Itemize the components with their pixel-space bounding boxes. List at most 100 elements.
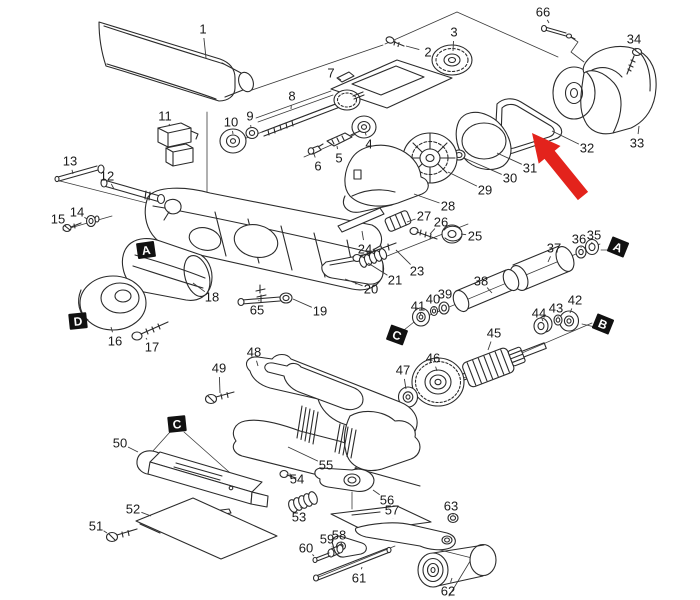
part-label-44: 44 bbox=[532, 306, 546, 321]
leader-line-19 bbox=[292, 298, 312, 308]
leader-line-12 bbox=[110, 183, 115, 190]
diagram-line-art bbox=[54, 11, 657, 597]
rods-12-13 bbox=[54, 164, 182, 221]
part-label-62: 62 bbox=[441, 584, 455, 599]
badge-a-0: A bbox=[136, 240, 156, 260]
pin-66 bbox=[540, 24, 576, 40]
part-label-41: 41 bbox=[411, 299, 425, 314]
part-label-42: 42 bbox=[568, 293, 582, 308]
part-label-40: 40 bbox=[426, 292, 440, 307]
part-label-27: 27 bbox=[417, 209, 431, 224]
leader-line-28 bbox=[413, 193, 440, 204]
part-label-25: 25 bbox=[468, 229, 482, 244]
part-label-17: 17 bbox=[145, 340, 159, 355]
leader-line-31 bbox=[496, 152, 522, 165]
badge-b-2: B bbox=[591, 313, 615, 335]
leader-line-38 bbox=[486, 287, 493, 294]
part-label-14: 14 bbox=[70, 205, 84, 220]
part-label-37: 37 bbox=[547, 241, 561, 256]
part-label-16: 16 bbox=[108, 334, 122, 349]
armature bbox=[447, 342, 547, 388]
part-label-34: 34 bbox=[627, 32, 641, 47]
part-label-48: 48 bbox=[247, 345, 261, 360]
leader-line-54 bbox=[288, 475, 291, 477]
part-label-19: 19 bbox=[313, 304, 327, 319]
part-label-11: 11 bbox=[158, 109, 172, 124]
part-label-65: 65 bbox=[250, 303, 264, 318]
leader-line-10 bbox=[232, 130, 234, 135]
part-label-4: 4 bbox=[365, 137, 372, 152]
motor-endbell bbox=[78, 275, 147, 331]
leader-line-24 bbox=[361, 230, 364, 241]
part-label-29: 29 bbox=[478, 183, 492, 198]
handle bbox=[232, 353, 421, 487]
leader-line-13 bbox=[71, 169, 74, 175]
badge-letter: D bbox=[73, 314, 83, 329]
leader-line-46 bbox=[435, 366, 438, 372]
part-label-15: 15 bbox=[51, 212, 65, 227]
part-label-56: 56 bbox=[380, 493, 394, 508]
part-label-31: 31 bbox=[523, 161, 537, 176]
leader-lines bbox=[64, 19, 640, 583]
part-label-60: 60 bbox=[299, 541, 313, 556]
belt-cover-plate bbox=[452, 111, 512, 171]
screw-34 bbox=[626, 47, 643, 75]
leader-line-44 bbox=[541, 318, 544, 322]
small-58-60 bbox=[312, 541, 347, 564]
part-label-66: 66 bbox=[536, 5, 550, 20]
leader-line-1 bbox=[203, 37, 207, 59]
switch bbox=[157, 122, 199, 167]
part-label-23: 23 bbox=[410, 264, 424, 279]
leader-line-20 bbox=[344, 278, 363, 287]
leader-line-7 bbox=[338, 77, 342, 81]
screw-49 bbox=[204, 391, 235, 405]
leader-line-25 bbox=[460, 233, 467, 236]
part-label-46: 46 bbox=[426, 351, 440, 366]
spring-53 bbox=[288, 491, 318, 513]
leader-line-16 bbox=[110, 326, 113, 333]
part-label-9: 9 bbox=[246, 109, 253, 124]
leader-line-3 bbox=[452, 40, 454, 52]
part-label-55: 55 bbox=[319, 458, 333, 473]
part-label-43: 43 bbox=[549, 301, 563, 316]
part-label-61: 61 bbox=[352, 571, 366, 586]
front-roller bbox=[417, 543, 497, 588]
badge-letter: A bbox=[141, 243, 152, 258]
leader-line-30 bbox=[463, 157, 502, 175]
leader-line-62 bbox=[450, 577, 453, 583]
part-label-54: 54 bbox=[290, 472, 304, 487]
leader-line-52 bbox=[141, 511, 152, 517]
screw-17 bbox=[131, 321, 169, 341]
dust-bag bbox=[98, 21, 254, 102]
leader-line-6 bbox=[313, 153, 316, 158]
badge-c-3: C bbox=[167, 415, 187, 433]
badge-letter: C bbox=[172, 417, 182, 432]
part-label-52: 52 bbox=[126, 502, 140, 517]
leader-line-11 bbox=[168, 123, 171, 127]
leader-line-56 bbox=[372, 489, 380, 496]
leader-line-41 bbox=[419, 311, 422, 315]
tube-38 bbox=[452, 268, 520, 313]
leader-line-48 bbox=[256, 360, 259, 367]
part-label-8: 8 bbox=[288, 89, 295, 104]
part-label-63: 63 bbox=[444, 499, 458, 514]
base-plate-50 bbox=[136, 450, 269, 508]
part-label-13: 13 bbox=[63, 154, 77, 169]
leader-line-4 bbox=[364, 131, 367, 136]
part-label-12: 12 bbox=[100, 169, 114, 184]
part-label-32: 32 bbox=[580, 141, 594, 156]
leader-line-5 bbox=[336, 145, 338, 150]
leader-line-32 bbox=[551, 130, 580, 145]
part-label-59: 59 bbox=[320, 532, 334, 547]
part-label-18: 18 bbox=[205, 290, 219, 305]
part-label-33: 33 bbox=[630, 136, 644, 151]
part-label-57: 57 bbox=[385, 503, 399, 518]
part-label-49: 49 bbox=[212, 361, 226, 376]
leader-line-47 bbox=[403, 378, 407, 390]
leader-line-15 bbox=[64, 224, 67, 227]
leader-line-61 bbox=[360, 566, 363, 570]
nut-63 bbox=[447, 512, 459, 524]
